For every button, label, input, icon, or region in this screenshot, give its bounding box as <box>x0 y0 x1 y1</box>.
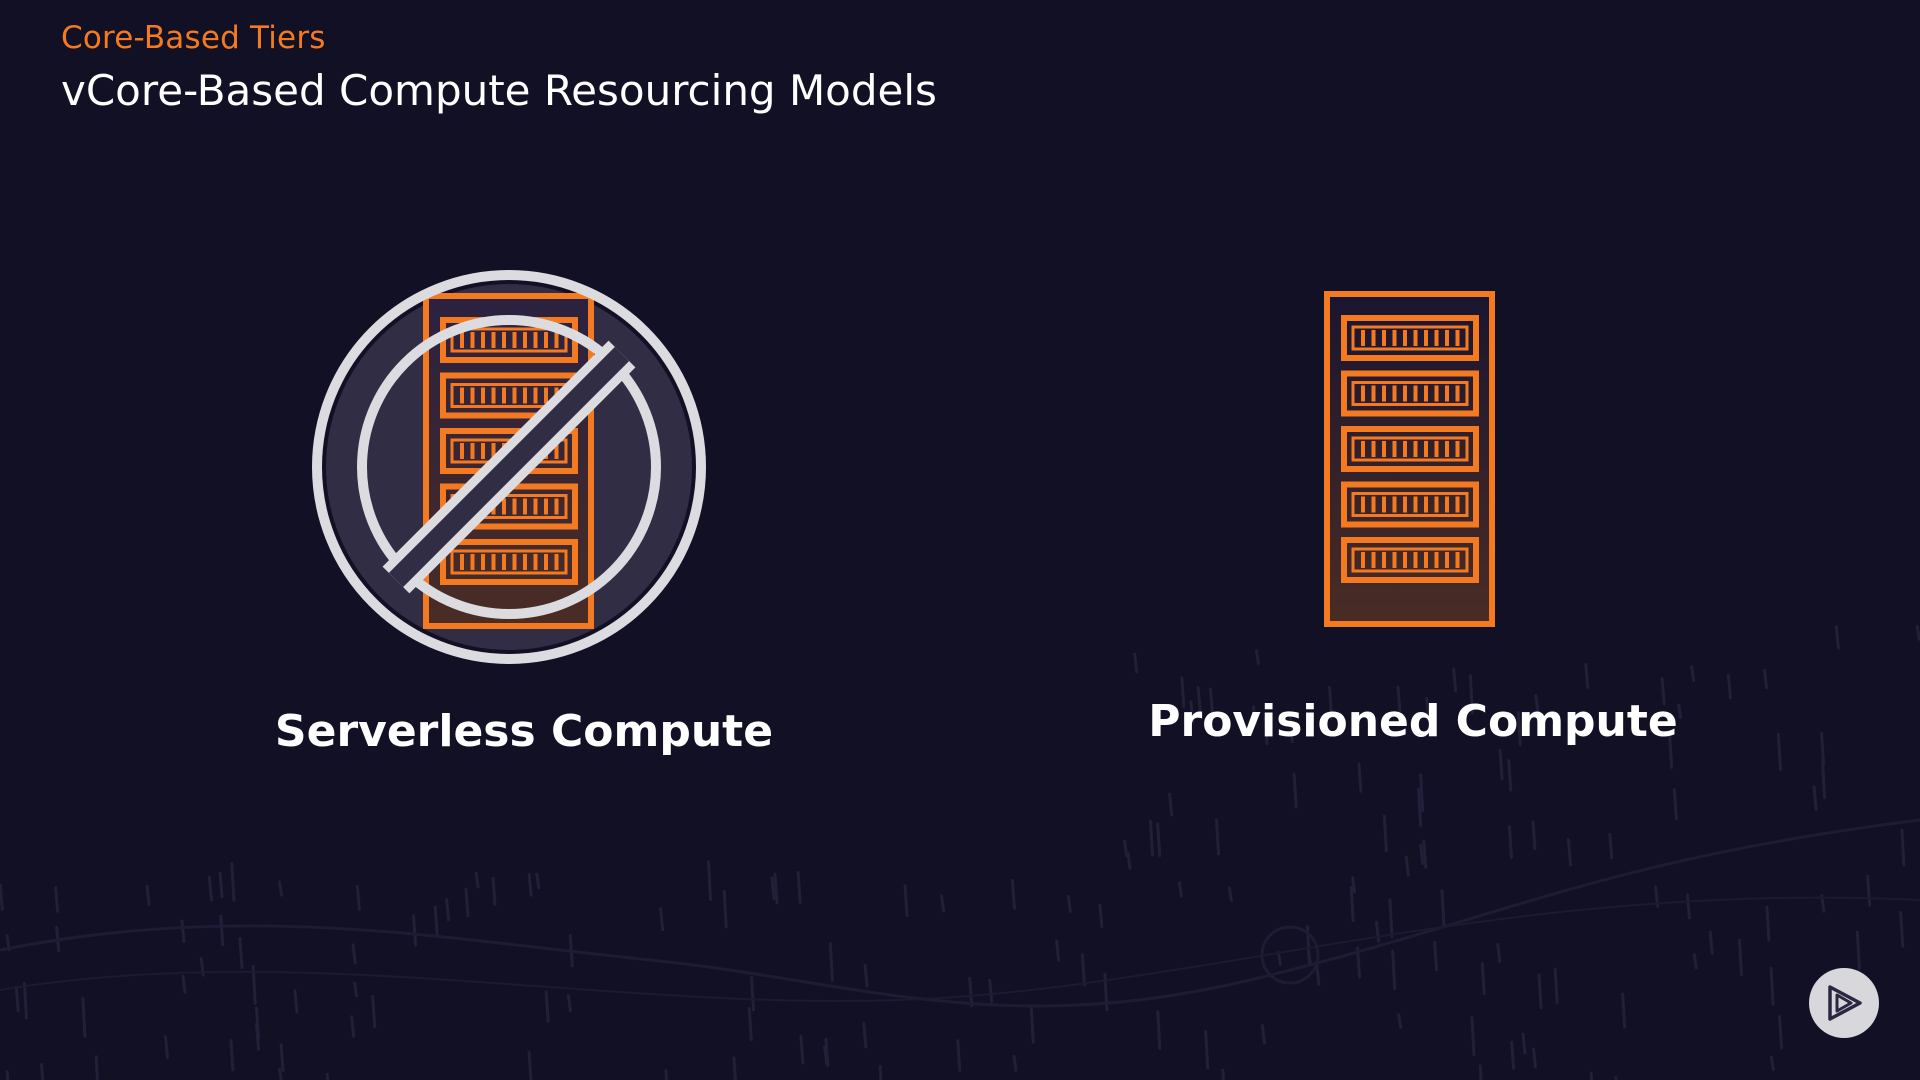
play-logo-icon <box>1828 985 1862 1021</box>
server-rack-icon <box>1324 291 1495 627</box>
provisioned-compute-label: Provisioned Compute <box>1148 696 1678 747</box>
serverless-compute-label: Serverless Compute <box>274 706 774 757</box>
section-eyebrow: Core-Based Tiers <box>61 20 326 56</box>
provisioned-illustration <box>1324 291 1495 627</box>
page-title: vCore-Based Compute Resourcing Models <box>61 66 937 115</box>
play-button[interactable] <box>1809 968 1879 1038</box>
serverless-illustration <box>312 270 706 664</box>
